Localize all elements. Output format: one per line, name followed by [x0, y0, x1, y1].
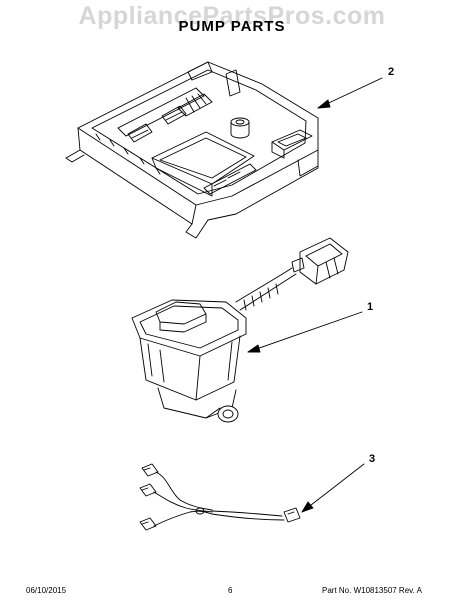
leader-line-1 [247, 311, 363, 353]
footer-date: 06/10/2015 [26, 586, 67, 595]
leader-line-2 [317, 77, 383, 109]
footer-part-number: Part No. W10813507 Rev. A [322, 586, 422, 595]
page-title: PUMP PARTS [178, 18, 286, 35]
callout-label-1: 1 [367, 301, 374, 313]
footer-page-number: 6 [228, 586, 233, 595]
wire-harness-part-3 [139, 463, 301, 531]
leader-line-3 [301, 463, 365, 513]
pump-assembly-part-1 [131, 237, 349, 423]
callout-label-3: 3 [369, 453, 376, 465]
pump-housing-part-2 [65, 61, 319, 239]
watermark: AppliancePartsPros.com [78, 2, 386, 30]
callout-label-2: 2 [388, 66, 395, 78]
